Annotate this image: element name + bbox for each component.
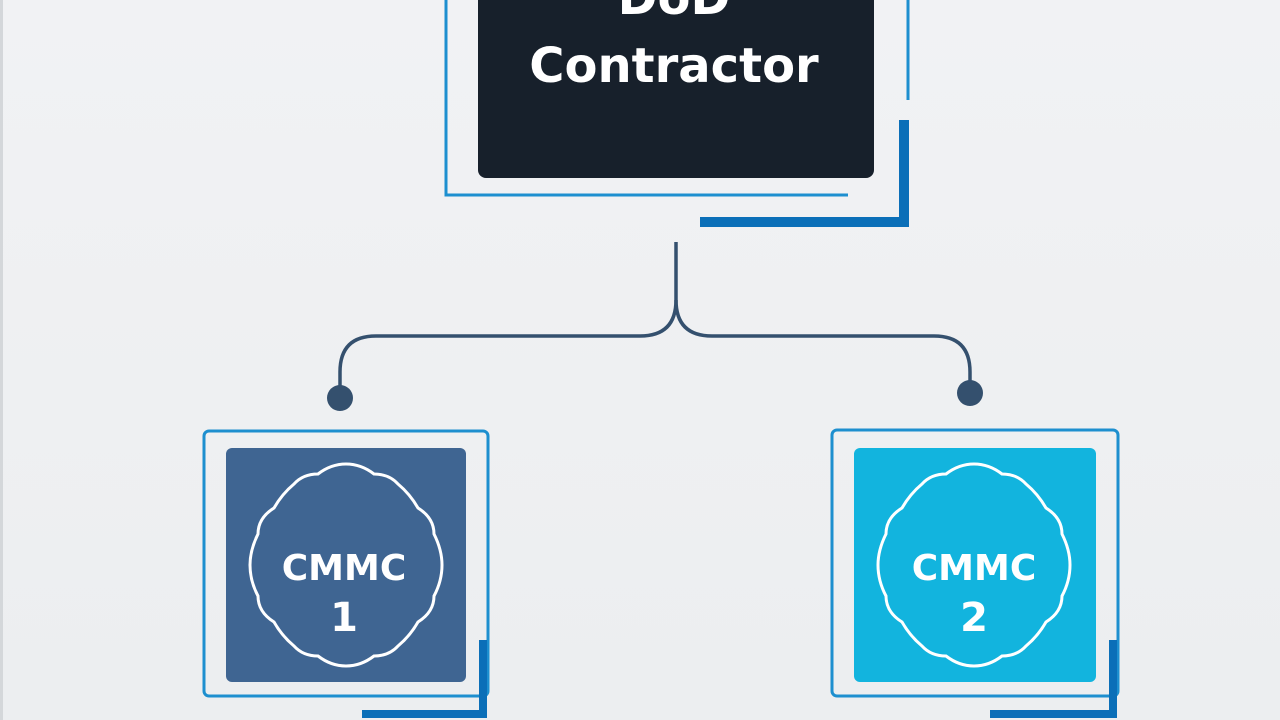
root-node: DoD Contractor — [444, 0, 910, 227]
child1-corner-accent — [362, 640, 487, 718]
connector-dot-right — [957, 380, 983, 406]
child1-badge-seal — [248, 462, 444, 668]
child2-corner-accent — [990, 640, 1117, 718]
connector-right — [674, 299, 972, 394]
child2-box — [854, 448, 1096, 682]
child-node-cmmc-1: CMMC 1 — [202, 429, 490, 718]
child1-label-line2: 1 — [330, 595, 358, 641]
left-frame-edge — [0, 0, 3, 720]
root-corner-accent — [700, 120, 909, 227]
child2-label-line2: 2 — [960, 595, 988, 641]
child1-label-line1: CMMC — [282, 548, 407, 589]
connectors — [327, 242, 983, 411]
child-node-cmmc-2: CMMC 2 — [830, 428, 1120, 718]
root-title-line2: Contractor — [529, 38, 819, 94]
connector-left — [338, 242, 678, 396]
child1-frame-outline — [202, 429, 490, 698]
root-box — [478, 0, 874, 178]
root-frame-outline — [444, 0, 848, 197]
child2-frame-outline — [830, 428, 1120, 698]
connector-dot-left — [327, 385, 353, 411]
child2-badge-seal — [876, 462, 1072, 668]
root-title-line1: DoD — [618, 0, 731, 26]
child1-box — [226, 448, 466, 682]
child2-label-line1: CMMC — [912, 548, 1037, 589]
